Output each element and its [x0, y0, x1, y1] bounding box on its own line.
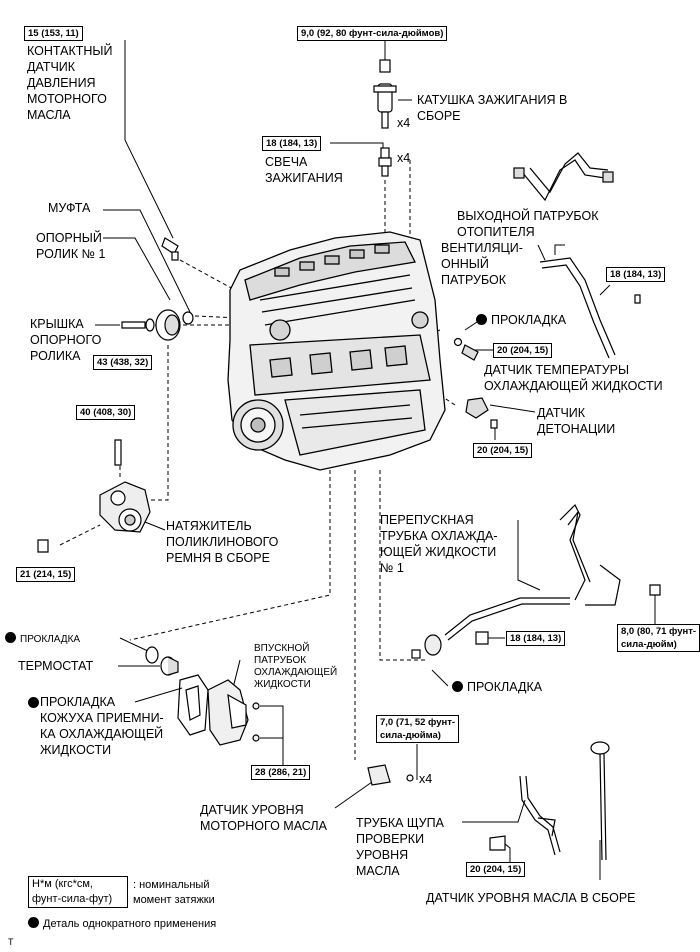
nonreusable-dot	[452, 681, 463, 692]
vent-pipe-part	[539, 257, 641, 359]
torque-bypass-bolt: 8,0 (80, 71 фунт- сила-дюйм)	[617, 624, 700, 652]
label-gasket-3: ПРОКЛАДКА	[5, 632, 80, 646]
dash-bypass	[379, 470, 425, 661]
label-spark-plug: СВЕЧА ЗАЖИГАНИЯ	[265, 155, 343, 185]
label-vent-pipe: ВЕНТИЛЯЦИ- ОННЫЙ ПАТРУБОК	[441, 241, 523, 287]
label-water-inlet: ВПУСКНОЙ ПАТРУБОК ОХЛАЖДАЮЩЕЙ ЖИДКОСТИ	[254, 643, 338, 690]
leader-inlet-gasket	[134, 687, 183, 703]
leader-coupling	[103, 209, 191, 313]
label-x4-coil: x4	[397, 116, 411, 130]
inlet-gasket-text: ПРОКЛАДКА КОЖУХА ПРИЕМНИ- КА ОХЛАЖДАЮЩЕЙ…	[40, 695, 164, 757]
torque-temp-sensor: 20 (204, 15)	[493, 343, 553, 358]
leader-vent	[537, 244, 546, 261]
ignition-coil-part	[373, 59, 397, 129]
label-coolant-temp-sensor: ДАТЧИК ТЕМПЕРАТУРЫ ОХЛАЖДАЮЩЕЙ ЖИДКОСТИ	[484, 363, 663, 393]
heater-outlet-part	[513, 152, 614, 202]
torque-ignition-coil: 9,0 (92, 80 фунт-сила-дюймов)	[297, 26, 448, 41]
label-oil-level-sensor: ДАТЧИК УРОВНЯ МОТОРНОГО МАСЛА	[200, 803, 327, 833]
bypass-pipe-part	[411, 503, 661, 659]
dash-tensioner	[140, 345, 169, 501]
label-belt-tensioner: НАТЯЖИТЕЛЬ ПОЛИКЛИНОВОГО РЕМНЯ В СБОРЕ	[166, 519, 279, 565]
leader-idler-pulley	[103, 237, 171, 301]
leader-gasket-2	[431, 669, 449, 687]
label-dipstick-assy: ДАТЧИК УРОВНЯ МАСЛА В СБОРЕ	[426, 891, 636, 905]
torque-tensioner-top: 40 (408, 30)	[76, 405, 136, 420]
dipstick-part	[590, 741, 610, 861]
leader-oil-level	[334, 781, 373, 809]
torque-dipstick-guide: 20 (204, 15)	[466, 862, 526, 877]
legend-nonreusable-text: Деталь однократного применения	[43, 918, 217, 930]
gasket-2-text: ПРОКЛАДКА	[467, 680, 543, 694]
legend-unit-box: Н*м (кгс*см, фунт-сила-фут)	[28, 876, 128, 908]
belt-tensioner-part	[37, 439, 151, 553]
label-ignition-coil: КАТУШКА ЗАЖИГАНИЯ В СБОРЕ	[417, 93, 568, 123]
dash-tensioner-bottom	[59, 524, 101, 546]
leader-knock	[489, 404, 536, 413]
label-x4-inlet: x4	[419, 772, 433, 786]
leader-dipstick-guide	[462, 799, 526, 823]
idler-pulley-part	[121, 309, 194, 341]
coolant-temp-sensor-part	[453, 337, 479, 361]
label-dipstick-guide: ТРУБКА ЩУПА ПРОВЕРКИ УРОВНЯ МАСЛА	[356, 816, 444, 878]
label-gasket-1: ПРОКЛАДКА	[476, 312, 566, 328]
knock-sensor-part	[465, 397, 498, 429]
dash-thermostat	[129, 470, 331, 641]
label-x4-plug: x4	[397, 151, 411, 165]
water-inlet-part	[207, 679, 260, 746]
torque-oil-switch: 15 (153, 11)	[24, 26, 83, 41]
leader-vent-torque	[599, 284, 611, 296]
dipstick-guide-part	[489, 775, 561, 856]
label-coupling: МУФТА	[48, 201, 91, 215]
torque-idler-cover: 43 (438, 32)	[93, 355, 153, 370]
torque-vent-pipe: 18 (184, 13)	[606, 267, 666, 282]
oil-pressure-switch-part	[161, 237, 179, 261]
leader-bypass	[517, 520, 541, 591]
corner-mark: T	[8, 937, 14, 947]
label-thermostat: ТЕРМОСТАТ	[18, 659, 94, 673]
gasket-3-text: ПРОКЛАДКА	[20, 634, 81, 645]
thermostat-part	[145, 646, 179, 676]
engine-block	[227, 231, 446, 471]
label-bypass-pipe: ПЕРЕПУСКНАЯ ТРУБКА ОХЛАЖДА- ЮЩЕЙ ЖИДКОСТ…	[380, 513, 498, 575]
gasket-1-text: ПРОКЛАДКА	[491, 313, 567, 327]
label-oil-pressure-switch: КОНТАКТНЫЙ ДАТЧИК ДАВЛЕНИЯ МОТОРНОГО МАС…	[27, 44, 113, 122]
torque-knock-sensor: 20 (204, 15)	[473, 443, 533, 458]
leader-gasket-3	[119, 637, 151, 653]
leader-inlet-torque	[260, 705, 284, 765]
torque-bypass-flange: 18 (184, 13)	[506, 631, 566, 646]
leader-heater	[554, 244, 565, 255]
dash-oil-switch	[179, 259, 236, 291]
leader-oil-switch	[124, 40, 174, 239]
legend-unit-text: : номинальный момент затяжки	[133, 879, 215, 906]
label-idler-cover: КРЫШКА ОПОРНОГО РОЛИКА	[30, 317, 102, 363]
oil-level-sensor-part	[367, 764, 414, 786]
torque-spark-plug: 18 (184, 13)	[262, 136, 322, 151]
leader-spark-torque	[330, 142, 384, 148]
legend-nonreusable: Деталь однократного применения	[28, 916, 216, 932]
spark-plug-part	[378, 147, 392, 177]
nonreusable-dot	[476, 314, 487, 325]
label-knock-sensor: ДАТЧИК ДЕТОНАЦИИ	[537, 406, 616, 436]
nonreusable-dot	[28, 697, 39, 708]
nonreusable-dot	[28, 917, 39, 928]
torque-oil-level: 7,0 (71, 52 фунт- сила-дюйма)	[376, 715, 460, 743]
nonreusable-dot	[5, 632, 16, 643]
label-idler-pulley: ОПОРНЫЙ РОЛИК № 1	[36, 231, 106, 261]
label-heater-outlet: ВЫХОДНОЙ ПАТРУБОК ОТОПИТЕЛЯ	[457, 209, 599, 239]
inlet-gasket-part	[177, 674, 209, 736]
label-gasket-2: ПРОКЛАДКА	[452, 679, 542, 695]
torque-water-inlet: 28 (286, 21)	[251, 765, 311, 780]
torque-tensioner-bottom: 21 (214, 15)	[16, 567, 76, 582]
label-inlet-gasket: ПРОКЛАДКА КОЖУХА ПРИЕМНИ- КА ОХЛАЖДАЮЩЕЙ…	[28, 694, 164, 758]
